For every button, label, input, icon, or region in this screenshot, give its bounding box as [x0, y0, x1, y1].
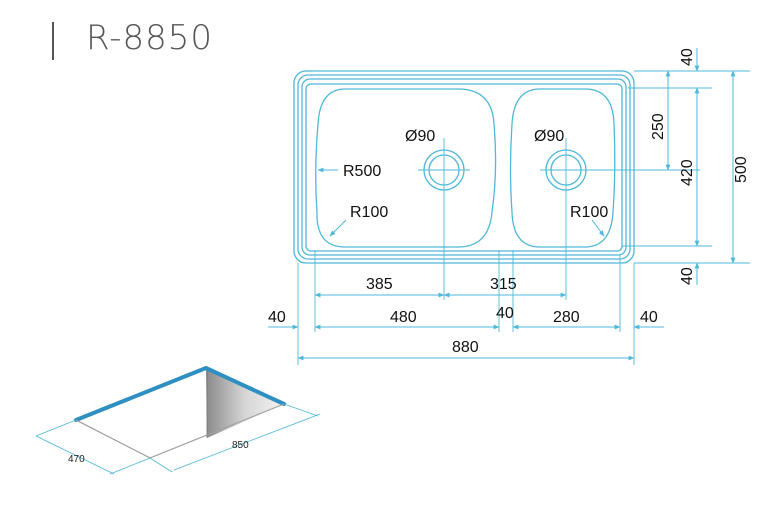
sink-rim-line-2 — [297, 74, 631, 260]
dim-280-label: 280 — [553, 309, 580, 326]
iso-sink-inner-wall — [206, 368, 284, 438]
radius-500-label: R500 — [343, 163, 381, 180]
sink-rim-line-3 — [301, 78, 627, 256]
title-divider — [52, 22, 54, 60]
dimension-lines — [268, 48, 736, 361]
dim-40-right-label: 40 — [640, 309, 658, 326]
bowl-1-outline — [315, 88, 497, 248]
iso-sink-edge — [74, 366, 286, 422]
isometric-sink-view: 850 470 — [35, 366, 321, 475]
dim-40-bottom-label: 40 — [679, 267, 696, 285]
model-title: R-8850 — [86, 18, 214, 58]
radius-100-left-label: R100 — [350, 204, 388, 221]
iso-width-label: 850 — [232, 440, 249, 451]
dim-880-label: 880 — [452, 339, 479, 356]
dim-315-label: 315 — [490, 276, 517, 293]
dim-500-label: 500 — [733, 156, 750, 183]
radius-100-right-label: R100 — [570, 204, 608, 221]
sink-outer-rim — [293, 70, 635, 264]
r100-leader-left — [329, 219, 347, 237]
dim-40-top-label: 40 — [679, 48, 696, 66]
dim-480-label: 480 — [390, 309, 417, 326]
dim-250-label: 250 — [650, 113, 667, 140]
drain-1-label: Ø90 — [405, 128, 435, 145]
dim-40-left-label: 40 — [268, 309, 286, 326]
bowl-2-outline — [509, 88, 616, 248]
dim-420-label: 420 — [679, 159, 696, 186]
dim-40-mid-label: 40 — [496, 305, 514, 322]
dim-385-label: 385 — [366, 276, 393, 293]
iso-width-dim-line — [173, 413, 321, 471]
r100-leader-right — [591, 219, 605, 237]
iso-depth-dim-line — [35, 435, 115, 475]
sink-inner-deck — [305, 83, 623, 252]
iso-depth-label: 470 — [68, 454, 85, 465]
drain-2-label: Ø90 — [534, 128, 564, 145]
